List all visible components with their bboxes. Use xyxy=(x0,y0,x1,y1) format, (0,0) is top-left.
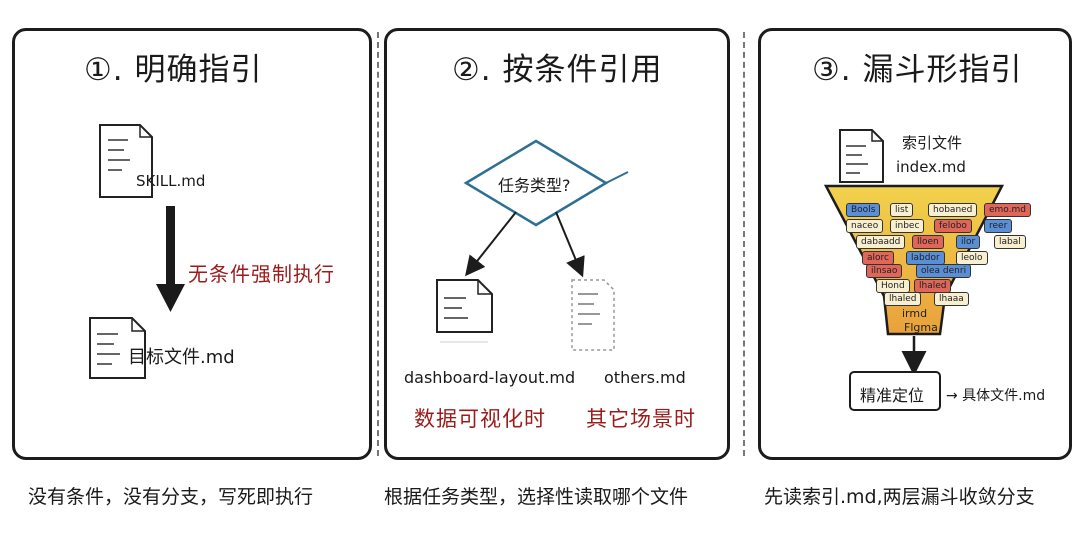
funnel-tag: felobo xyxy=(934,219,972,233)
panel-title: ③. 漏斗形指引 xyxy=(812,52,1023,88)
funnel-tag: inbec xyxy=(890,219,925,233)
file-name: dashboard-layout.md xyxy=(404,368,576,387)
document-icon xyxy=(89,317,146,379)
funnel-tag: ilnsao xyxy=(866,264,903,278)
funnel-tag: ilor xyxy=(956,235,981,249)
locate-box xyxy=(849,371,941,411)
down-arrow-icon xyxy=(156,206,185,312)
dashed-divider xyxy=(377,32,379,456)
panel-title: ①. 明确指引 xyxy=(84,52,263,88)
panel-title: ②. 按条件引用 xyxy=(452,52,663,88)
funnel-tag: lhaaa xyxy=(934,292,969,306)
dashed-divider xyxy=(743,32,745,456)
panel-explicit-guidance xyxy=(12,28,372,460)
panel-caption: 根据任务类型，选择性读取哪个文件 xyxy=(384,486,689,508)
funnel-tag: olea denri xyxy=(916,264,972,278)
funnel-tag: labal xyxy=(994,235,1026,249)
funnel-tag: hobaned xyxy=(928,203,978,217)
locate-label: 精准定位 xyxy=(860,386,925,405)
decision-diamond xyxy=(463,139,629,227)
branch-arrow xyxy=(555,211,585,278)
funnel-tag: alorc xyxy=(862,251,894,265)
file-name: SKILL.md xyxy=(136,172,206,190)
funnel-tag: lhaled xyxy=(884,292,922,306)
branch-arrow xyxy=(465,211,517,277)
decision-label: 任务类型? xyxy=(498,176,571,195)
branch-label: 数据可视化时 xyxy=(414,407,546,431)
funnel-tag: lhaled xyxy=(914,279,952,293)
panel-caption: 没有条件，没有分支，写死即执行 xyxy=(28,486,314,508)
funnel-tag: Hond xyxy=(876,279,910,293)
funnel-tag: irmd xyxy=(902,307,928,320)
funnel-tag: list xyxy=(890,203,914,217)
arrow-label: 无条件强制执行 xyxy=(188,262,335,286)
document-icon xyxy=(436,279,493,343)
file-name: others.md xyxy=(604,368,686,387)
branch-label: 其它场景时 xyxy=(586,407,696,431)
funnel-tag: lloen xyxy=(912,235,944,249)
funnel-tag: naceo xyxy=(846,219,884,233)
funnel-tag: Flgma xyxy=(904,321,938,334)
document-icon xyxy=(839,129,884,183)
document-icon xyxy=(99,124,153,198)
funnel-tag: labdor xyxy=(906,251,945,265)
file-name: index.md xyxy=(896,158,966,176)
funnel-tag: dabaadd xyxy=(856,235,906,249)
panel-caption: 先读索引.md,两层漏斗收敛分支 xyxy=(764,486,1035,508)
funnel-tag: Bools xyxy=(846,203,881,217)
file-name: 目标文件.md xyxy=(128,347,235,368)
funnel-tag: leolo xyxy=(956,251,988,265)
document-icon xyxy=(571,279,615,351)
funnel-tag: reer xyxy=(984,219,1013,233)
panel-conditional-reference xyxy=(384,28,730,460)
result-file: → 具体文件.md xyxy=(946,388,1046,404)
index-label: 索引文件 xyxy=(902,134,963,152)
funnel-tag: emo.md xyxy=(984,203,1031,217)
